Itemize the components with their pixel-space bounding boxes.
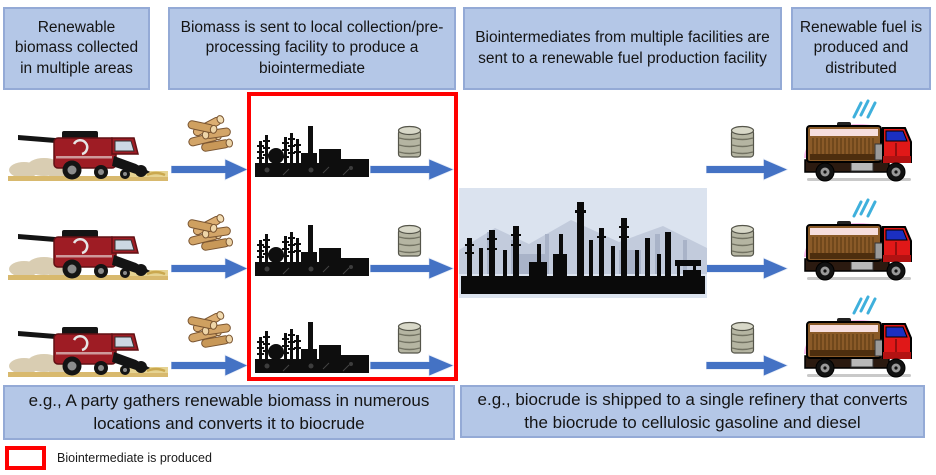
biointermediate-barrel-icon <box>396 223 423 259</box>
biointermediate-barrel-icon <box>396 124 423 160</box>
wood-feedstock-icon <box>185 310 235 358</box>
caption-biocrude-example-label: e.g., biocrude is shipped to a single re… <box>477 390 908 432</box>
header-fuel-production-facility: Biointermediates from multiple facilitie… <box>463 7 782 90</box>
combine-harvester-icon <box>8 217 168 285</box>
caption-biomass-example: e.g., A party gathers renewable biomass … <box>3 385 455 440</box>
flow-arrow-icon <box>370 257 454 280</box>
header-preprocessing-facility-label: Biomass is sent to local collection/pre-… <box>180 18 444 77</box>
fuel-tanker-truck-icon <box>799 197 917 285</box>
legend-red-box-swatch <box>5 446 46 470</box>
flow-arrow-icon <box>370 354 454 377</box>
header-biomass-collection: Renewable biomass collected in multiple … <box>3 7 150 90</box>
flow-arrow-icon <box>370 158 454 181</box>
biointermediate-barrel-icon <box>729 223 756 259</box>
wood-feedstock-icon <box>185 114 235 162</box>
processing-facility-icon <box>253 222 371 280</box>
flow-arrow-icon <box>706 257 788 280</box>
biointermediate-barrel-icon <box>396 320 423 356</box>
flow-arrow-icon <box>706 354 788 377</box>
combine-harvester-icon <box>8 118 168 186</box>
header-fuel-production-facility-label: Biointermediates from multiple facilitie… <box>475 29 770 67</box>
caption-biomass-example-label: e.g., A party gathers renewable biomass … <box>28 391 430 433</box>
header-fuel-distribution: Renewable fuel is produced and distribut… <box>791 7 931 90</box>
biointermediate-barrel-icon <box>729 320 756 356</box>
flow-arrow-icon <box>706 158 788 181</box>
header-biomass-collection-label: Renewable biomass collected in multiple … <box>14 18 139 77</box>
flow-row-3 <box>0 292 936 388</box>
biointermediate-barrel-icon <box>729 124 756 160</box>
header-preprocessing-facility: Biomass is sent to local collection/pre-… <box>168 7 456 90</box>
fuel-tanker-truck-icon <box>799 98 917 186</box>
combine-harvester-icon <box>8 314 168 382</box>
header-fuel-distribution-label: Renewable fuel is produced and distribut… <box>799 18 923 77</box>
refinery-icon <box>459 188 707 298</box>
caption-biocrude-example: e.g., biocrude is shipped to a single re… <box>460 385 925 438</box>
flow-row-1 <box>0 96 936 192</box>
fuel-tanker-truck-icon <box>799 294 917 382</box>
processing-facility-icon <box>253 123 371 181</box>
processing-facility-icon <box>253 319 371 377</box>
legend-label: Biointermediate is produced <box>57 451 212 465</box>
wood-feedstock-icon <box>185 213 235 261</box>
